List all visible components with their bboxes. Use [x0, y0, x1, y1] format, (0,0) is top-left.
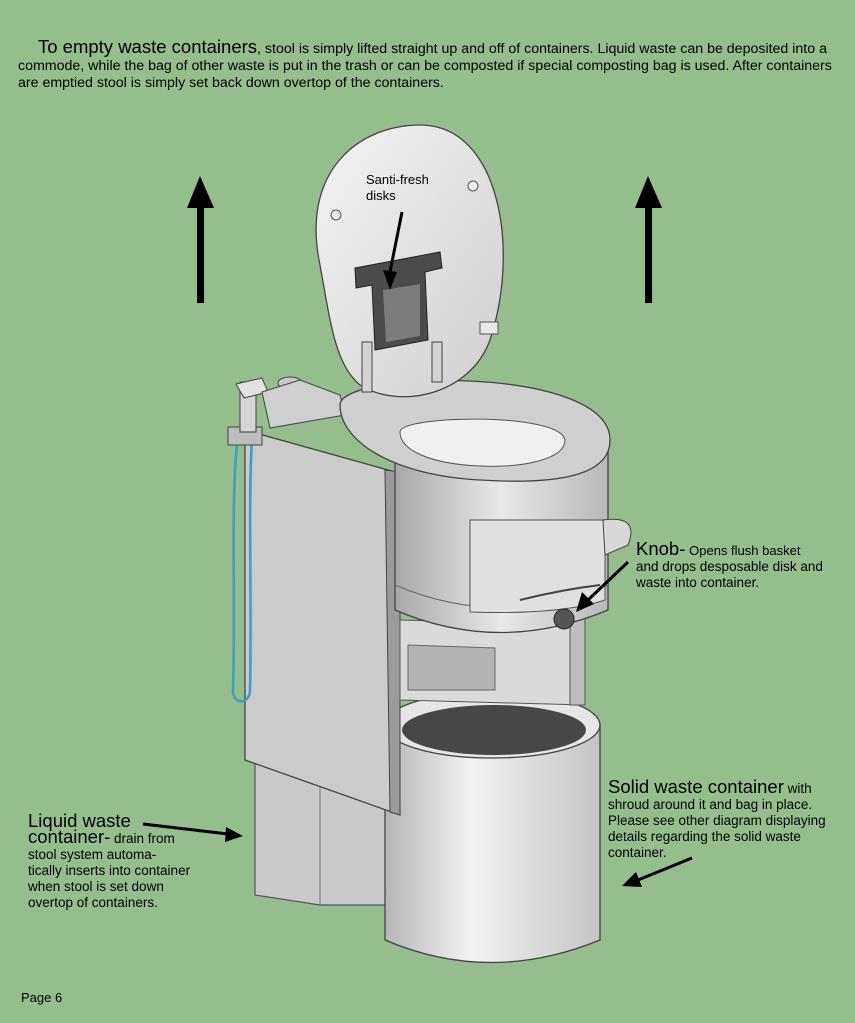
knob-text3: waste into container.	[636, 575, 760, 590]
lift-arrow-left	[187, 176, 214, 303]
solid-line1: shroud around it and bag in place.	[608, 797, 813, 812]
stool-bowl-body	[394, 439, 632, 634]
liquid-text1: stool system automa-	[28, 847, 157, 862]
knob-text2: and drops desposable disk and	[636, 559, 823, 574]
solid-title-tail: with	[783, 781, 812, 796]
liquid-text3: when stool is set down	[28, 879, 164, 894]
valve-assembly	[227, 376, 346, 446]
liquid-title1: Liquid waste	[28, 810, 131, 831]
solid-waste-container-shape	[383, 691, 601, 964]
liquid-title2: container-	[28, 826, 111, 847]
solid-title: Solid waste container	[608, 776, 784, 797]
solid-callout: Solid waste container with shroud around…	[608, 776, 853, 861]
liquid-text4: overtop of containers.	[28, 895, 158, 910]
side-shroud-panel	[244, 429, 586, 816]
knob-pointer-arrow	[576, 560, 630, 612]
knob-title: Knob-	[636, 538, 686, 559]
santi-label-line2: disks	[366, 188, 396, 203]
knob-text1: Opens flush basket	[689, 543, 801, 558]
liquid-text2: tically inserts into container	[28, 863, 191, 878]
intro-paragraph: To empty waste containers, stool is simp…	[18, 36, 843, 92]
drain-hose	[231, 434, 254, 703]
intro-lead: To empty waste containers	[38, 36, 258, 57]
santi-pointer-arrow	[383, 211, 404, 290]
santi-callout: Santi-fresh disks	[366, 172, 429, 204]
solid-pointer-arrow	[622, 856, 693, 887]
solid-line2: Please see other diagram displaying	[608, 813, 826, 828]
flush-knob[interactable]	[553, 608, 575, 630]
toilet-seat	[339, 379, 611, 482]
knob-callout: Knob- Opens flush basket and drops despo…	[636, 538, 851, 591]
toilet-lid	[315, 124, 504, 398]
solid-line4: container.	[608, 845, 667, 860]
santi-label-line1: Santi-fresh	[366, 172, 429, 187]
liquid-text0: drain from	[114, 831, 175, 846]
intro-body: , stool is simply lifted straight up and…	[18, 41, 832, 91]
liquid-callout: Liquid waste container- drain from stool…	[28, 810, 238, 911]
liquid-pointer-arrow	[142, 822, 243, 842]
solid-line3: details regarding the solid waste	[608, 829, 801, 844]
lift-arrow-right	[635, 176, 662, 303]
page-number: Page 6	[21, 990, 63, 1005]
